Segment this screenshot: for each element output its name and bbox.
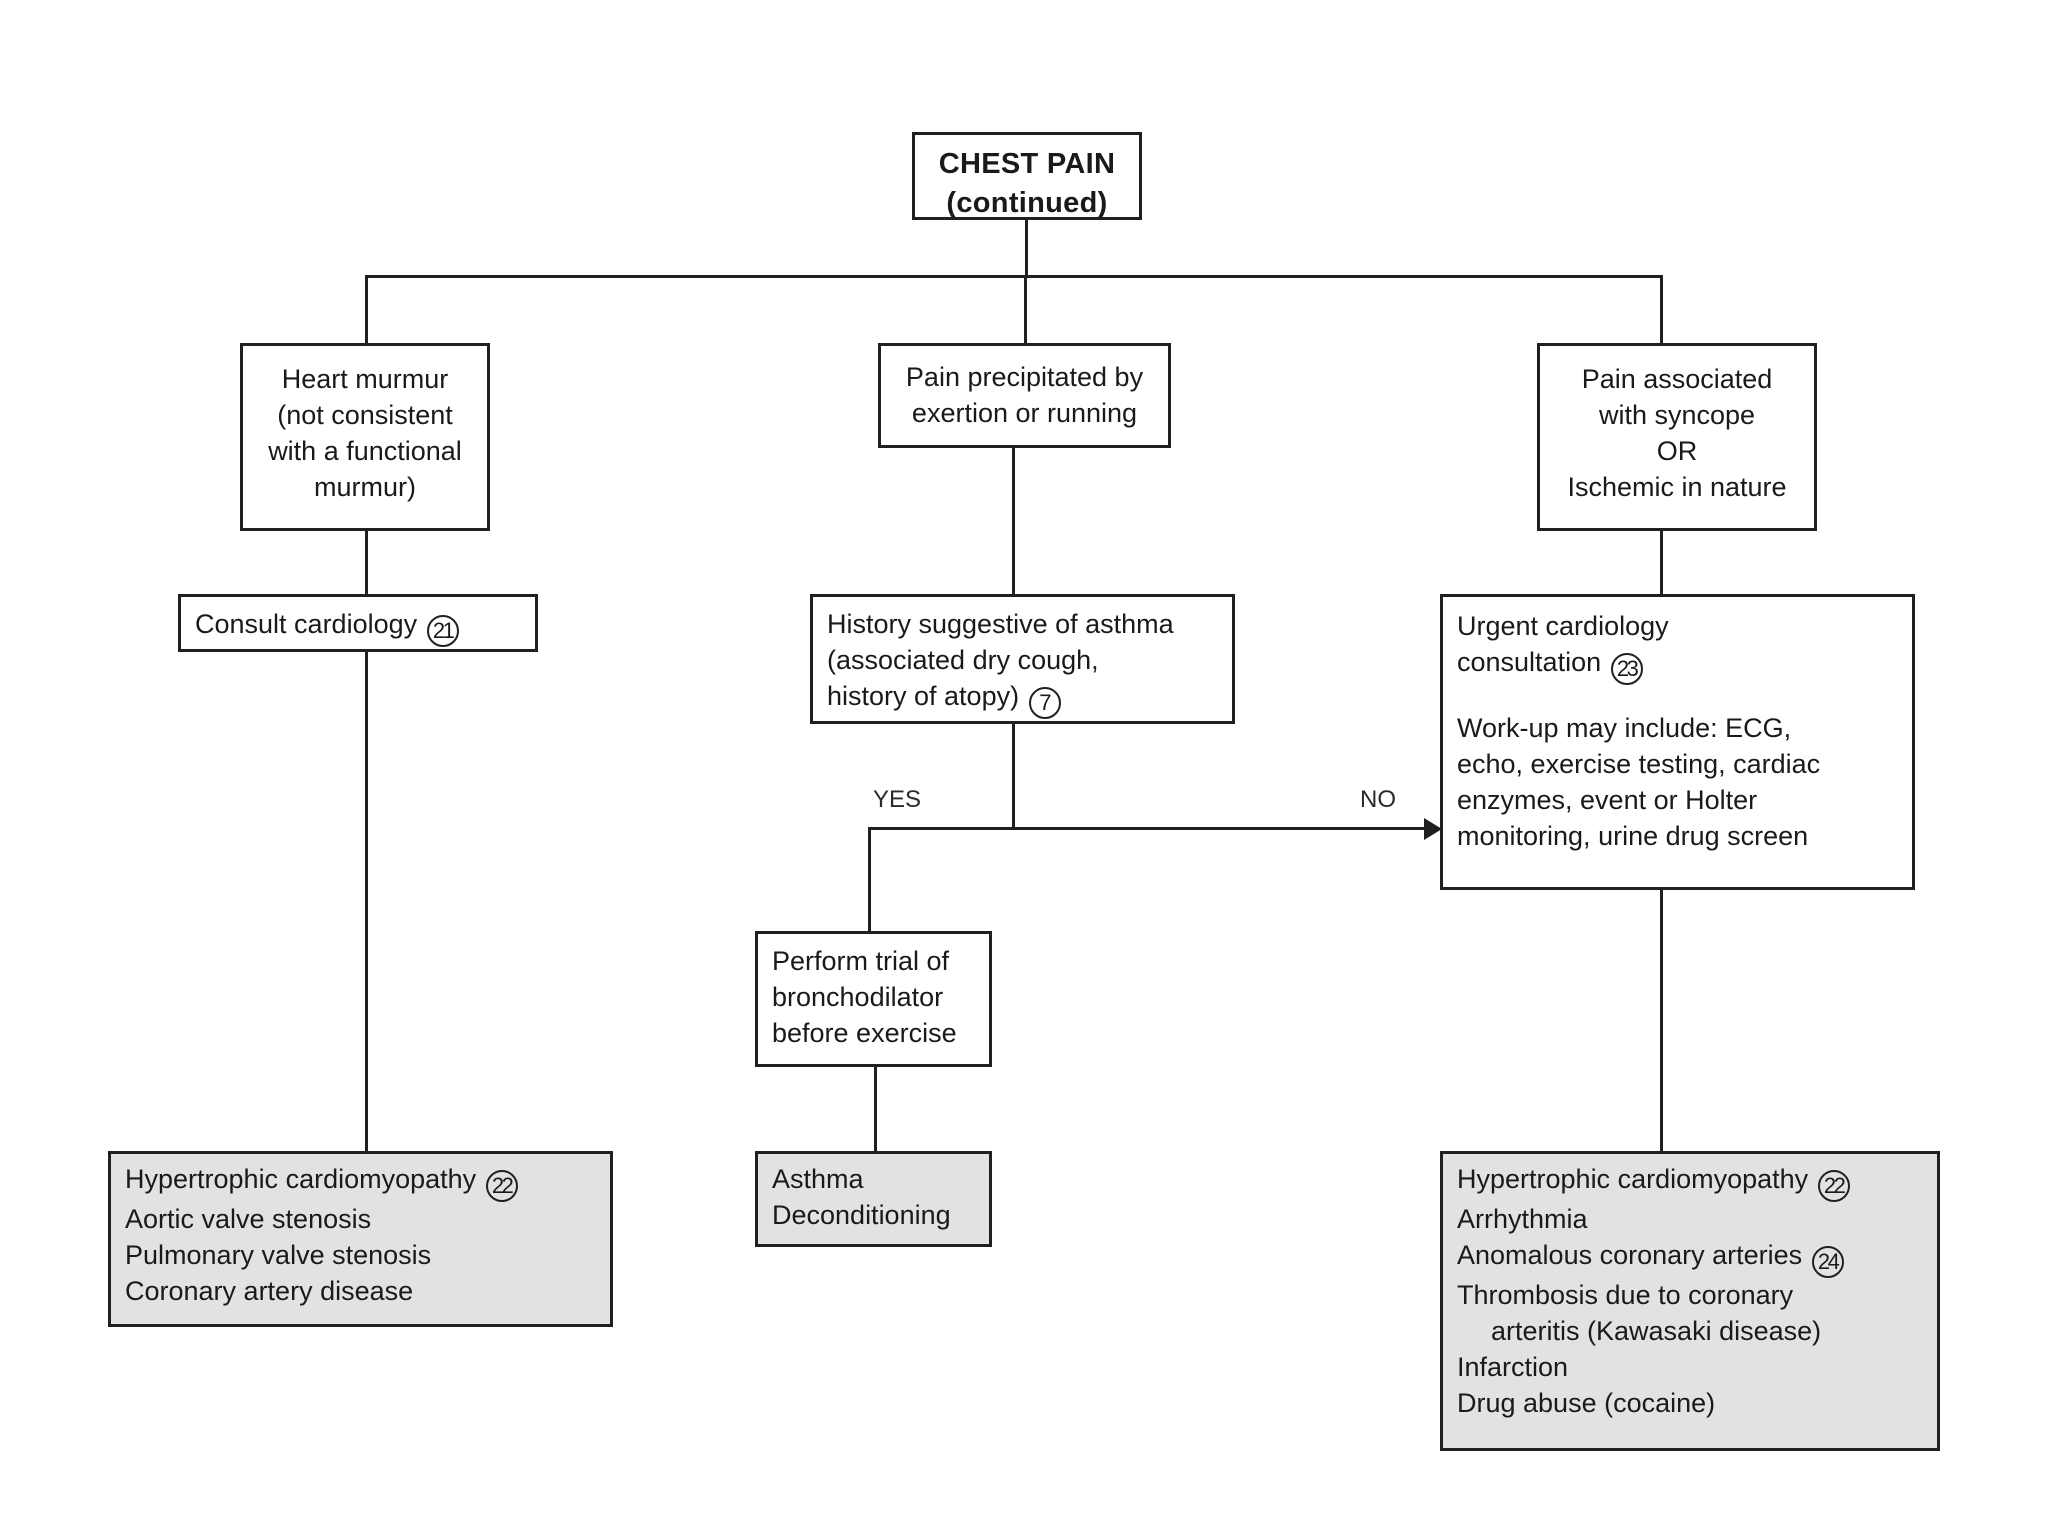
connector-bronchodilator-to-outcome-center [874, 1067, 877, 1151]
edge-label-no: NO [1360, 786, 1396, 813]
node-consult-cardiology: Consult cardiology 21 [178, 594, 538, 652]
outcome-center-item-0: Asthma [772, 1164, 864, 1194]
workup-line-3: enzymes, event or Holter [1457, 784, 1758, 815]
node-outcome-right: Hypertrophic cardiomyopathy 22 Arrhythmia… [1440, 1151, 1940, 1451]
node-heart-murmur: Heart murmur (not consistent with a func… [240, 343, 490, 531]
workup-line-1: Work-up may include: ECG, [1457, 712, 1792, 743]
bronchodilator-line-1: Perform trial of [772, 946, 950, 976]
pain-syncope-line-2: with syncope [1598, 399, 1756, 430]
bronchodilator-line-3: before exercise [772, 1017, 957, 1048]
asthma-history-line-1: History suggestive of asthma [827, 609, 1174, 639]
node-bronchodilator-trial: Perform trial of bronchodilator before e… [755, 931, 992, 1067]
node-pain-exertion: Pain precipitated by exertion or running [878, 343, 1171, 448]
outcome-left-item-2: Pulmonary valve stenosis [125, 1239, 432, 1270]
outcome-right-item-6: Drug abuse (cocaine) [1457, 1387, 1716, 1418]
reference-circle-7: 7 [1029, 686, 1062, 719]
urgent-cardiology-line-1: Urgent cardiology [1457, 611, 1669, 641]
workup-line-4: monitoring, urine drug screen [1457, 820, 1809, 851]
outcome-right-item-1: Arrhythmia [1457, 1204, 1588, 1234]
connector-consult-to-outcome-left [365, 652, 368, 1151]
connector-title-stem [1025, 220, 1028, 278]
connector-distribution-bar [365, 275, 1663, 278]
title-line-1: CHEST PAIN [938, 148, 1116, 180]
consult-cardiology-label: Consult cardiology [195, 609, 418, 639]
urgent-cardiology-spacer [1457, 685, 1898, 711]
bronchodilator-line-2: bronchodilator [772, 981, 944, 1012]
connector-decision-horizontal [868, 827, 1435, 830]
connector-drop-center [1024, 275, 1027, 345]
heart-murmur-line-2: (not consistent [277, 399, 453, 430]
urgent-cardiology-line-2: consultation [1457, 646, 1602, 677]
node-chest-pain-title: CHEST PAIN (continued) [912, 132, 1142, 220]
title-line-2: (continued) [946, 186, 1108, 219]
arrowhead-no-branch [1424, 818, 1442, 840]
node-outcome-left: Hypertrophic cardiomyopathy 22 Aortic val… [108, 1151, 613, 1327]
outcome-right-item-0: Hypertrophic cardiomyopathy [1457, 1164, 1809, 1194]
connector-urgent-to-outcome-right [1660, 890, 1663, 1151]
connector-murmur-to-consult [365, 531, 368, 594]
pain-exertion-line-2: exertion or running [911, 397, 1138, 428]
connector-exertion-to-asthma [1012, 448, 1015, 594]
pain-syncope-line-1: Pain associated [1581, 364, 1773, 394]
outcome-left-item-1: Aortic valve stenosis [125, 1204, 372, 1234]
reference-circle-22-left: 22 [486, 1170, 519, 1202]
pain-syncope-line-4: Ischemic in nature [1567, 471, 1787, 502]
reference-circle-22-right: 22 [1818, 1170, 1851, 1202]
node-urgent-cardiology: Urgent cardiology consultation 23 Work-up… [1440, 594, 1915, 890]
node-pain-syncope: Pain associated with syncope OR Ischemic… [1537, 343, 1817, 531]
outcome-center-item-1: Deconditioning [772, 1199, 951, 1230]
reference-circle-21: 21 [427, 615, 460, 647]
connector-syncope-to-urgent [1660, 531, 1663, 594]
heart-murmur-line-1: Heart murmur [281, 364, 449, 394]
outcome-left-item-3: Coronary artery disease [125, 1275, 414, 1306]
heart-murmur-line-4: murmur) [314, 471, 416, 502]
connector-drop-right [1660, 275, 1663, 345]
outcome-left-item-0: Hypertrophic cardiomyopathy [125, 1164, 477, 1194]
asthma-history-line-2: (associated dry cough, [827, 644, 1099, 675]
connector-drop-left [365, 275, 368, 345]
outcome-right-item-2: Anomalous coronary arteries [1457, 1239, 1803, 1270]
node-asthma-history: History suggestive of asthma (associated… [810, 594, 1235, 724]
reference-circle-23: 23 [1611, 652, 1644, 685]
asthma-history-line-3: history of atopy) [827, 680, 1020, 711]
connector-asthma-decision-stem [1012, 724, 1015, 829]
workup-line-2: echo, exercise testing, cardiac [1457, 748, 1821, 779]
edge-label-yes: YES [873, 786, 922, 813]
outcome-right-item-5: Infarction [1457, 1351, 1569, 1382]
heart-murmur-line-3: with a functional [268, 435, 462, 466]
node-outcome-center: Asthma Deconditioning [755, 1151, 992, 1247]
pain-exertion-line-1: Pain precipitated by [905, 362, 1144, 392]
outcome-right-item-4: arteritis (Kawasaki disease) [1491, 1315, 1822, 1346]
outcome-right-item-3: Thrombosis due to coronary [1457, 1279, 1794, 1310]
reference-circle-24: 24 [1812, 1245, 1845, 1278]
pain-syncope-line-3: OR [1656, 435, 1698, 466]
connector-yes-leg [868, 827, 871, 931]
